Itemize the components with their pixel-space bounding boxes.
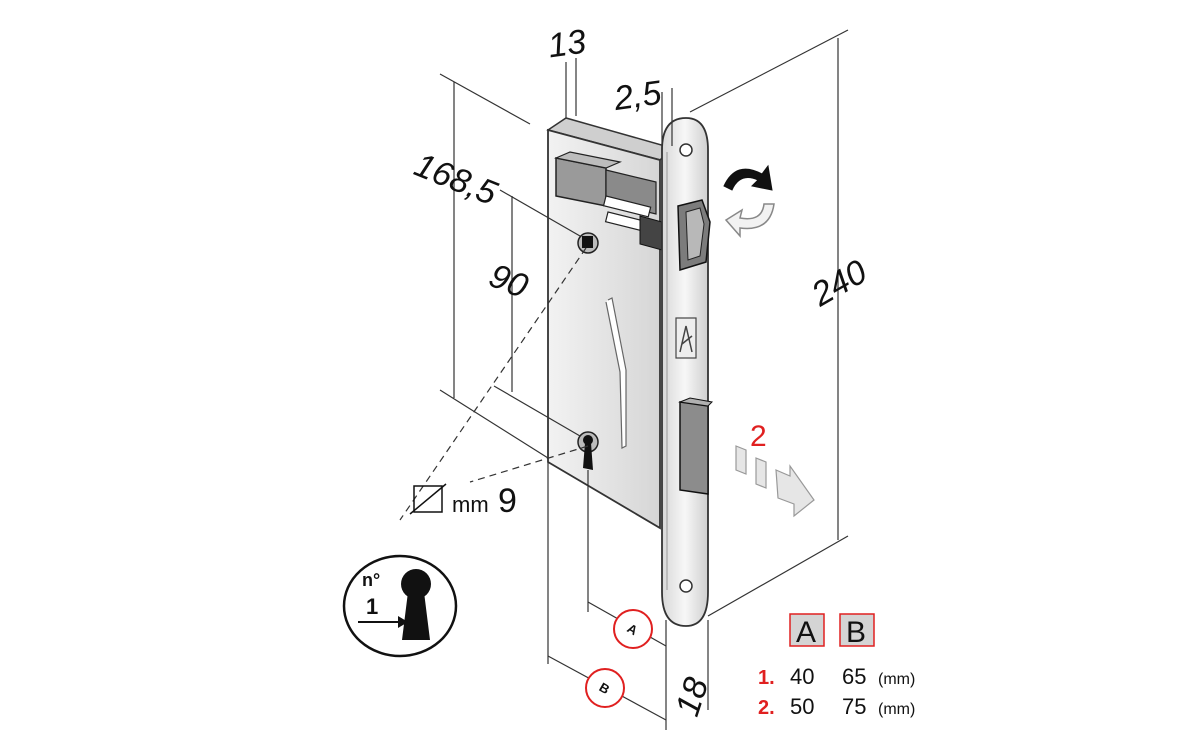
keyhole-icon xyxy=(401,569,431,640)
row-value-a: 50 xyxy=(790,694,814,719)
square-spindle-icon xyxy=(413,485,443,513)
callout-a: A xyxy=(613,609,653,649)
table-header-b-label: B xyxy=(846,616,866,649)
row-number: 2. xyxy=(758,697,775,719)
dim-depth: 13 xyxy=(546,23,589,66)
latch-mechanism xyxy=(553,151,663,251)
table-header-a-label: A xyxy=(796,616,816,649)
dim-faceplate-width: 18 xyxy=(668,673,716,721)
row-unit: (mm) xyxy=(878,671,915,688)
row-value-a: 40 xyxy=(790,664,814,689)
rotate-arrow-icon xyxy=(723,164,775,238)
dead-bolt xyxy=(678,397,714,495)
spindle-unit: mm xyxy=(452,492,489,517)
dim-body-height: 168,5 xyxy=(409,146,502,213)
dim-faceplate-thickness: 2,5 xyxy=(611,74,664,118)
table-header-b: B xyxy=(839,613,875,649)
spindle-size: 9 xyxy=(498,482,517,520)
table-row: 1. 40 65 (mm) xyxy=(758,664,915,689)
key-badge-top: n° xyxy=(362,570,380,590)
brand-logo xyxy=(675,317,697,359)
arrow-right-icon xyxy=(358,616,408,628)
screw-hole-bottom xyxy=(679,579,693,593)
dim-total-height: 240 xyxy=(804,253,873,315)
key-type-badge: n° 1 xyxy=(342,554,458,658)
screw-hole-top xyxy=(679,143,693,157)
row-unit: (mm) xyxy=(878,701,915,718)
spec-table: A B 1. 40 65 (mm) 2. 50 75 (mm) xyxy=(758,613,915,719)
faceplate xyxy=(661,117,714,627)
row-number: 1. xyxy=(758,667,775,689)
spindle-hole xyxy=(577,232,599,254)
dimension-lines xyxy=(399,29,849,730)
latch-bolt xyxy=(677,199,711,272)
latch-step-label: 2 xyxy=(750,420,767,453)
row-value-b: 65 xyxy=(842,664,866,689)
dim-interaxis: 90 xyxy=(484,257,533,306)
lock-body xyxy=(546,117,674,530)
bolt-throw-arrow-icon xyxy=(735,445,815,518)
table-header-a: A xyxy=(789,613,825,649)
key-badge-bottom: 1 xyxy=(366,594,378,619)
row-value-b: 75 xyxy=(842,694,866,719)
callout-b: B xyxy=(585,668,625,708)
table-row: 2. 50 75 (mm) xyxy=(758,694,915,719)
spindle-size-label: mm 9 xyxy=(409,482,517,520)
